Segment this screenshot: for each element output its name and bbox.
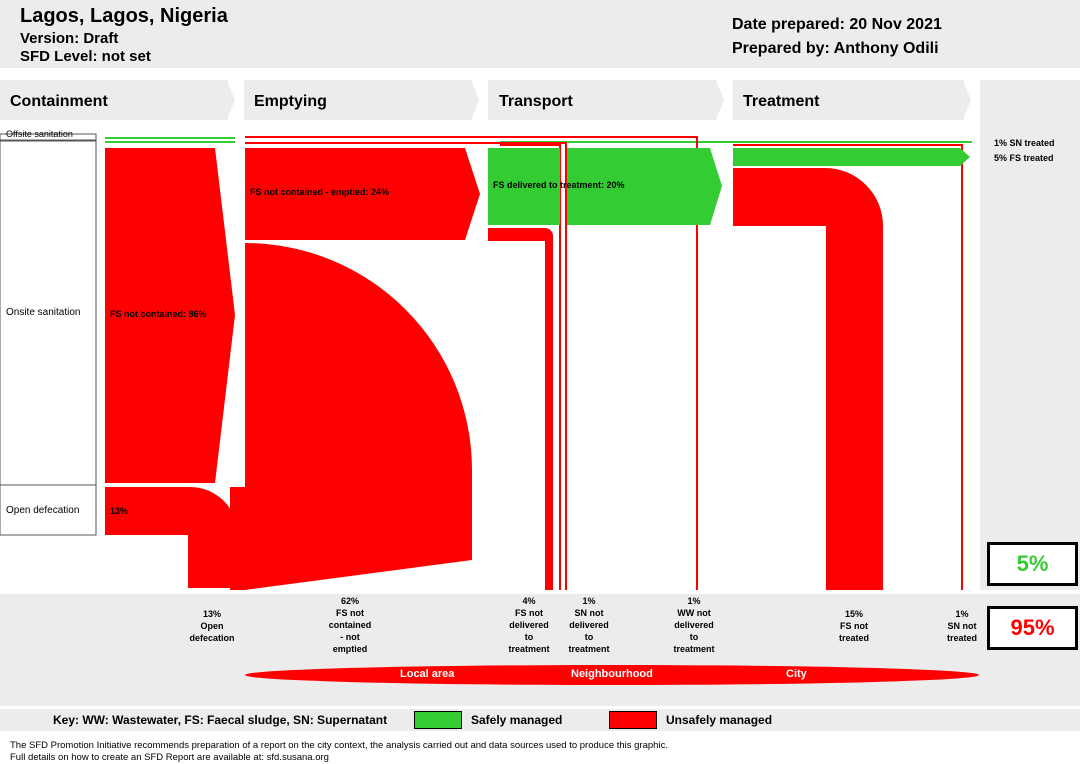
- stage-chevron-treatment: [733, 80, 971, 120]
- outcome-fs-not-delivered: 4% FS not delivered to treatment: [494, 595, 564, 655]
- outcome-fnd-l4: treatment: [508, 644, 550, 654]
- outcome-snt-l2: treated: [946, 633, 977, 643]
- treatment-summary-panel: [980, 80, 1080, 590]
- label-open-defecation: 13%: [110, 506, 129, 516]
- stage-treatment: Treatment: [743, 93, 820, 110]
- row-box-offsite: [0, 133, 97, 141]
- sfd-level-label: SFD Level: not set: [20, 48, 151, 65]
- sn-not-delivered-line-2: [500, 144, 561, 590]
- outcome-od-pct: 13%: [202, 609, 221, 619]
- outcome-snd-l4: treatment: [568, 644, 610, 654]
- outcome-ne-l2: contained: [328, 620, 372, 630]
- key-safe-swatch: [414, 711, 462, 729]
- outcome-ww-not-delivered: 1% WW not delivered to treatment: [659, 595, 729, 655]
- offsite-sn-green-line-right: [500, 141, 972, 143]
- stage-transport: Transport: [499, 93, 573, 110]
- outcome-snt-l1: SN not: [947, 621, 977, 631]
- outcome-wwd-l1: WW not: [677, 608, 711, 618]
- key-unsafe-swatch: [609, 711, 657, 729]
- fs-not-treated-flow: [733, 168, 883, 590]
- outcome-snt-pct: 1%: [955, 609, 969, 619]
- row-label-open: Open defecation: [6, 505, 80, 516]
- fs-not-contained-flow: [105, 148, 235, 483]
- footer-line-1: The SFD Promotion Initiative recommends …: [10, 740, 668, 751]
- outcome-fs-not-treated: 15% FS not treated: [819, 608, 889, 644]
- stage-emptying: Emptying: [254, 93, 327, 110]
- outcome-snd-pct: 1%: [582, 596, 596, 606]
- outcome-ne-l4: emptied: [332, 644, 368, 654]
- fs-delivered-flow-b: [567, 148, 722, 225]
- label-fs-not-contained: FS not contained: 86%: [110, 309, 207, 319]
- key-abbreviations: Key: WW: Wastewater, FS: Faecal sludge, …: [53, 713, 388, 727]
- outcome-wwd-l2: delivered: [674, 620, 714, 630]
- header-bar: [0, 0, 1080, 68]
- fs-not-emptied-flow: [245, 243, 472, 590]
- outcome-sn-not-treated: 1% SN not treated: [927, 608, 997, 644]
- label-fs-delivered: FS delivered to treatment: 20%: [493, 180, 625, 190]
- outcome-band: [0, 594, 1080, 706]
- outcome-ne-l1: FS not: [336, 608, 364, 618]
- fs-not-emptied-tail: [230, 487, 246, 590]
- row-box-onsite: [0, 140, 97, 486]
- label-fs-emptied: FS not contained - emptied: 24%: [250, 187, 390, 197]
- scale-city: City: [786, 668, 807, 680]
- outcome-fs-not-emptied: 62% FS not contained - not emptied: [315, 595, 385, 655]
- unsafe-total-value: 95%: [1010, 615, 1055, 640]
- outcome-wwd-pct: 1%: [687, 596, 701, 606]
- outcome-od-l2: defecation: [189, 633, 235, 643]
- key-safe-label: Safely managed: [471, 713, 563, 727]
- row-label-onsite: Onsite sanitation: [6, 307, 81, 318]
- outcome-fnd-l3: to: [524, 632, 534, 642]
- fs-delivered-flow-a: [488, 148, 560, 225]
- offsite-sn-green-line: [105, 141, 235, 143]
- stage-containment: Containment: [10, 93, 108, 110]
- label-fs-treated: 5% FS treated: [994, 153, 1054, 163]
- scale-local: Local area: [400, 668, 455, 680]
- outcome-fnd-l2: delivered: [509, 620, 549, 630]
- label-sn-treated: 1% SN treated: [994, 138, 1055, 148]
- outcome-ne-l3: - not: [340, 632, 360, 642]
- fs-treated-flow: [733, 148, 970, 166]
- outcome-fnd-pct: 4%: [522, 596, 536, 606]
- stage-chevron-transport: [488, 80, 724, 120]
- stage-chevron-emptying: [244, 80, 479, 120]
- ww-not-delivered-line: [245, 136, 698, 590]
- fs-emptied-flow: [245, 148, 480, 240]
- date-prepared: Date prepared: 20 Nov 2021: [732, 16, 942, 33]
- open-defecation-flow: [105, 487, 238, 588]
- unsafe-total-box: 95%: [987, 606, 1078, 650]
- row-label-offsite: Offsite sanitation: [6, 129, 73, 137]
- offsite-ww-green-line: [105, 137, 235, 139]
- safe-total-value: 5%: [1016, 551, 1049, 576]
- row-box-open: [0, 484, 97, 536]
- outcome-fnt-l2: treated: [838, 633, 869, 643]
- outcome-wwd-l3: to: [689, 632, 699, 642]
- prepared-by: Prepared by: Anthony Odili: [732, 40, 939, 57]
- outcome-wwd-l4: treatment: [673, 644, 715, 654]
- outcome-fnt-pct: 15%: [844, 609, 863, 619]
- outcome-sn-not-delivered: 1% SN not delivered to treatment: [554, 595, 624, 655]
- outcome-od-l1: Open: [200, 621, 224, 631]
- sn-not-delivered-line: [245, 142, 567, 590]
- scale-ellipse: [245, 665, 979, 685]
- outcome-snd-l2: delivered: [569, 620, 609, 630]
- key-bar: [0, 709, 1080, 731]
- safe-total-box: 5%: [987, 542, 1078, 586]
- outcome-fnd-l1: FS not: [515, 608, 543, 618]
- outcome-open-defecation: 13% Open defecation: [177, 608, 247, 644]
- outcome-snd-l1: SN not: [574, 608, 604, 618]
- key-unsafe-label: Unsafely managed: [666, 713, 773, 727]
- sn-not-treated-line: [733, 144, 963, 590]
- outcome-ne-pct: 62%: [340, 596, 359, 606]
- fs-not-delivered-flow: [488, 228, 553, 590]
- scale-neighbourhood: Neighbourhood: [571, 668, 653, 680]
- version-label: Version: Draft: [20, 30, 119, 47]
- stage-chevron-containment: [0, 80, 235, 120]
- outcome-snd-l3: to: [584, 632, 594, 642]
- city-title: Lagos, Lagos, Nigeria: [20, 5, 228, 27]
- outcome-fnt-l1: FS not: [840, 621, 868, 631]
- footer-line-2: Full details on how to create an SFD Rep…: [10, 752, 329, 763]
